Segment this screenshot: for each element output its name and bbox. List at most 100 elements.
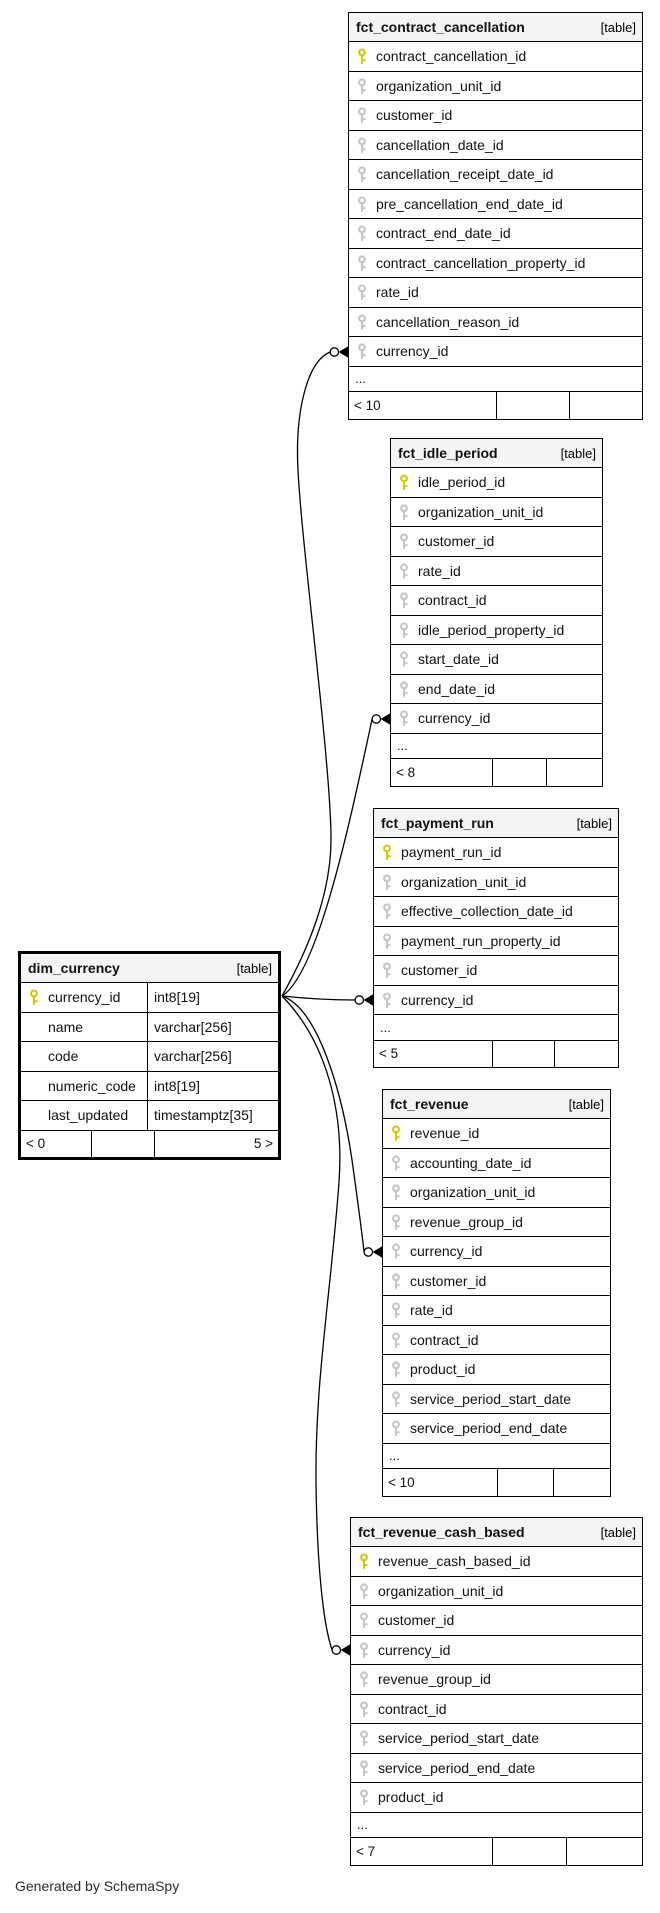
degree-footer: < 5 <box>374 1039 618 1067</box>
ellipsis-row: ... <box>383 1442 610 1469</box>
column-name: idle_period_id <box>418 474 506 491</box>
column-name: payment_run_id <box>401 844 502 861</box>
column-name: cancellation_receipt_date_id <box>376 166 554 183</box>
column-name: name <box>48 1018 84 1035</box>
column-type: timestamptz[35] <box>147 1101 278 1130</box>
column-name: cancellation_date_id <box>376 136 504 153</box>
column-name: effective_collection_date_id <box>401 903 573 920</box>
column-row-customer_id: customer_id <box>351 1605 642 1635</box>
column-name: currency_id <box>376 343 449 360</box>
foreign-key-icon <box>355 314 368 330</box>
table-tag: [table] <box>236 960 272 976</box>
foreign-key-icon <box>389 1273 402 1289</box>
foreign-key-icon <box>380 903 393 920</box>
column-row-contract_id: contract_id <box>351 1693 642 1723</box>
foreign-key-icon <box>397 651 410 668</box>
column-row-product_id: product_id <box>383 1354 610 1384</box>
table-tag: [table] <box>568 1096 604 1112</box>
crow-foot-arrowhead <box>340 1644 350 1656</box>
column-row-customer_id: customer_id <box>349 100 642 130</box>
column-name: contract_cancellation_id <box>376 48 527 65</box>
footer-children-count: < 0 <box>26 1136 46 1152</box>
column-row-rate_id: rate_id <box>349 277 642 307</box>
foreign-key-icon <box>389 1391 402 1407</box>
footer-mid-cell <box>492 1838 566 1865</box>
foreign-key-icon <box>389 1243 402 1260</box>
column-row-contract_id: contract_id <box>383 1324 610 1354</box>
column-name: revenue_cash_based_id <box>378 1553 531 1570</box>
fk-edge-fct_contract_cancellation-currency_id <box>281 346 348 997</box>
foreign-key-icon <box>357 1760 370 1776</box>
foreign-key-icon <box>397 504 410 520</box>
column-row-currency_id: currency_id <box>349 336 642 366</box>
column-row-idle_period_property_id: idle_period_property_id <box>391 614 602 644</box>
table-header[interactable]: fct_payment_run[table] <box>374 809 618 837</box>
column-row-cancellation_date_id: cancellation_date_id <box>349 129 642 159</box>
column-row-payment_run_id: payment_run_id <box>374 837 618 867</box>
zero-many-circle <box>331 1645 342 1655</box>
column-row-customer_id: customer_id <box>391 526 602 556</box>
table-header[interactable]: dim_currency [table] <box>21 954 278 982</box>
degree-footer: < 7 <box>351 1837 642 1865</box>
column-name: currency_id <box>401 991 474 1008</box>
table-header[interactable]: fct_revenue_cash_based[table] <box>351 1518 642 1546</box>
crow-foot-arrowhead <box>380 713 390 725</box>
table-name: dim_currency <box>28 960 120 976</box>
foreign-key-icon <box>397 710 410 727</box>
degree-footer: < 8 <box>391 758 602 786</box>
foreign-key-icon <box>355 107 368 124</box>
column-row-organization_unit_id: organization_unit_id <box>391 496 602 526</box>
footer-parents-count <box>554 1040 618 1067</box>
column-row-currency_id: currency_id <box>351 1634 642 1664</box>
column-row-customer_id: customer_id <box>383 1265 610 1295</box>
column-name: rate_id <box>410 1302 453 1319</box>
foreign-key-icon <box>357 1583 370 1599</box>
foreign-key-icon <box>397 622 410 638</box>
column-name: product_id <box>378 1789 444 1806</box>
foreign-key-icon <box>355 343 368 360</box>
column-row-effective_collection_date_id: effective_collection_date_id <box>374 896 618 926</box>
zero-many-circle <box>329 347 340 357</box>
foreign-key-icon <box>389 1155 402 1171</box>
column-name: numeric_code <box>48 1077 136 1094</box>
column-row-service_period_start_date: service_period_start_date <box>351 1723 642 1753</box>
foreign-key-icon <box>355 225 368 242</box>
footer-mid-cell <box>492 1040 554 1067</box>
foreign-key-icon <box>397 592 410 609</box>
column-row-rate_id: rate_id <box>383 1295 610 1325</box>
column-row-cancellation_receipt_date_id: cancellation_receipt_date_id <box>349 159 642 189</box>
column-name: product_id <box>410 1361 476 1378</box>
ellipsis-text: ... <box>355 371 366 387</box>
primary-key-icon <box>389 1125 402 1142</box>
column-name: contract_id <box>418 592 487 609</box>
column-name: end_date_id <box>418 680 496 697</box>
column-name: organization_unit_id <box>376 77 502 94</box>
column-name: payment_run_property_id <box>401 932 561 949</box>
column-row-last_updated: last_updated timestamptz[35] <box>21 1100 278 1130</box>
column-name: start_date_id <box>418 651 499 668</box>
degree-footer: < 0 5 > <box>21 1129 278 1157</box>
table-header[interactable]: fct_idle_period[table] <box>391 439 602 467</box>
column-row-product_id: product_id <box>351 1782 642 1812</box>
footer-parents-count: 5 > <box>154 1130 278 1157</box>
column-row-revenue_id: revenue_id <box>383 1118 610 1148</box>
column-row-rate_id: rate_id <box>391 555 602 585</box>
column-name: currency_id <box>378 1641 451 1658</box>
footer-children-count: < 7 <box>356 1843 376 1859</box>
column-row-contract_cancellation_id: contract_cancellation_id <box>349 41 642 71</box>
column-row-cancellation_reason_id: cancellation_reason_id <box>349 306 642 336</box>
column-row-pre_cancellation_end_date_id: pre_cancellation_end_date_id <box>349 188 642 218</box>
table-header[interactable]: fct_contract_cancellation[table] <box>349 13 642 41</box>
footer-mid-cell <box>496 392 569 419</box>
zero-many-circle <box>371 714 382 724</box>
foreign-key-icon <box>397 533 410 550</box>
table-header[interactable]: fct_revenue[table] <box>383 1090 610 1118</box>
column-name: last_updated <box>48 1107 129 1124</box>
primary-key-icon <box>357 1553 370 1570</box>
crow-foot-arrowhead <box>338 346 348 358</box>
footer-children-count: < 10 <box>354 397 381 413</box>
column-name: rate_id <box>418 562 461 579</box>
